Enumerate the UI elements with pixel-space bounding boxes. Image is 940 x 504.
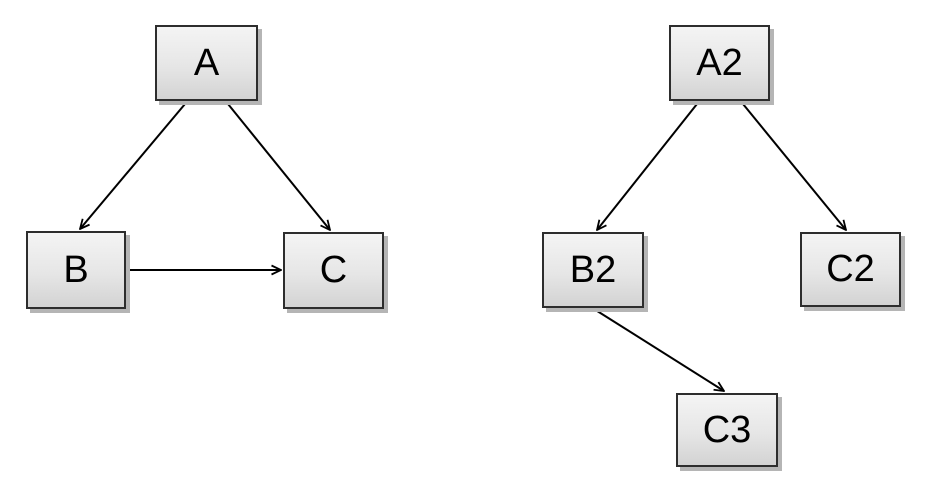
edge-a2-c2 (742, 103, 846, 230)
node-c3-label: C3 (702, 408, 752, 451)
node-b2[interactable]: B2 (542, 232, 644, 308)
edge-b2-c3 (593, 308, 724, 391)
edge-a2-b2 (597, 103, 698, 230)
node-b2-label: B2 (569, 248, 617, 291)
node-c3[interactable]: C3 (676, 393, 778, 467)
node-c[interactable]: C (283, 232, 384, 309)
node-b[interactable]: B (26, 231, 126, 309)
node-c2-label: C2 (826, 248, 875, 290)
node-c2[interactable]: C2 (800, 232, 901, 307)
edge-a-c (227, 103, 330, 230)
node-c-label: C (319, 249, 348, 291)
node-a[interactable]: A (155, 25, 258, 101)
node-a2[interactable]: A2 (669, 25, 770, 101)
node-a2-label: A2 (696, 41, 743, 84)
node-a-label: A (193, 41, 220, 84)
edge-a-b (80, 103, 186, 229)
node-b-label: B (63, 248, 89, 291)
